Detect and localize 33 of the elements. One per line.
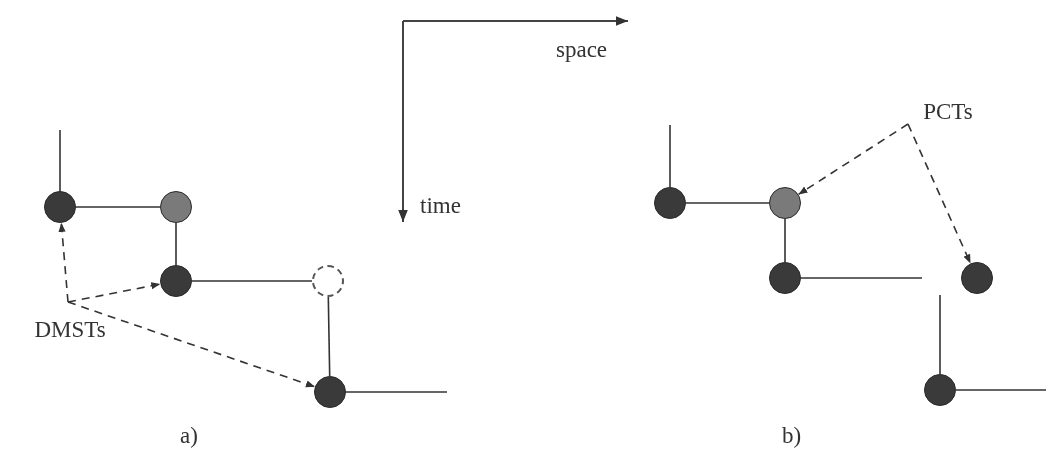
node-dot bbox=[160, 265, 192, 297]
connector-line bbox=[685, 202, 770, 204]
connector-line bbox=[345, 391, 448, 393]
dashed-arrow bbox=[907, 123, 972, 265]
connector-line bbox=[669, 124, 671, 188]
connector-line bbox=[59, 129, 61, 192]
panel-label: b) bbox=[782, 422, 802, 450]
dashed-arrow bbox=[67, 282, 162, 303]
callout-label: DMSTs bbox=[24, 316, 116, 344]
connector-line bbox=[175, 222, 177, 266]
connector-line bbox=[191, 280, 313, 282]
dashed-circle bbox=[312, 265, 344, 297]
connector-line bbox=[955, 389, 1047, 391]
node-dot bbox=[961, 262, 993, 294]
axis-label: space bbox=[556, 36, 608, 64]
node-dot bbox=[769, 262, 801, 294]
connector-line bbox=[75, 206, 161, 208]
node-dot bbox=[44, 191, 76, 223]
axis-label: time bbox=[420, 192, 461, 220]
panel-label: a) bbox=[180, 422, 198, 450]
dashed-arrow bbox=[797, 123, 909, 196]
node-dot bbox=[654, 187, 686, 219]
dashed-arrow bbox=[58, 222, 69, 303]
node-dot bbox=[769, 187, 801, 219]
connector-line bbox=[939, 294, 941, 375]
callout-label: PCTs bbox=[908, 98, 988, 126]
node-dot bbox=[924, 374, 956, 406]
node-dot bbox=[314, 376, 346, 408]
connector-line bbox=[800, 277, 923, 279]
node-dot bbox=[160, 191, 192, 223]
dashed-arrow bbox=[67, 301, 316, 388]
connector-line bbox=[784, 218, 786, 263]
connector-line bbox=[327, 296, 331, 377]
